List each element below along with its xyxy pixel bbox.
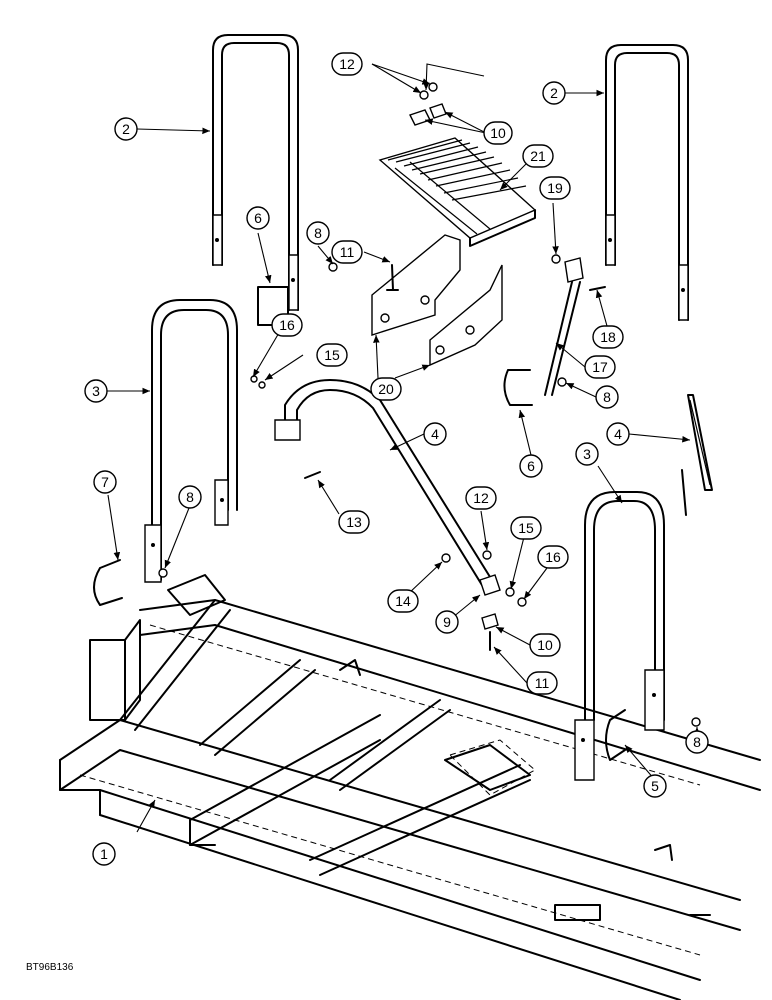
callout-16-lower: 16 [537,545,569,569]
handrail-right-upper [605,44,689,321]
callout-8-b: 8 [595,385,619,409]
callout-14: 14 [387,589,419,613]
svg-text:16: 16 [279,317,295,333]
svg-text:15: 15 [324,347,340,363]
callout-10-upper: 10 [483,121,513,145]
svg-text:5: 5 [651,778,659,794]
svg-text:6: 6 [254,210,262,226]
svg-text:9: 9 [443,614,451,630]
callout-17: 17 [584,355,616,379]
svg-text:12: 12 [339,56,355,72]
callout-19: 19 [539,176,571,200]
callout-15-upper: 15 [316,343,348,367]
svg-text:2: 2 [550,85,558,101]
callout-4-arm: 4 [423,422,447,446]
svg-text:8: 8 [314,225,322,241]
callouts: 1 2 2 3 3 4 4 5 6 6 7 8 8 8 8 9 10 10 11… [84,52,709,866]
callout-2-right: 2 [542,81,566,105]
callout-3-left: 3 [84,379,108,403]
drawing-code: BT96B136 [26,962,74,973]
svg-text:21: 21 [530,148,546,164]
svg-text:8: 8 [603,389,611,405]
callout-7: 7 [93,470,117,494]
svg-text:11: 11 [340,244,355,260]
step-brackets [371,234,503,367]
callout-10-lower: 10 [529,633,561,657]
u-bolt-lower-left [93,559,123,606]
svg-text:20: 20 [378,381,394,397]
u-bolt-mid [503,369,533,406]
strap [681,394,713,516]
callout-9: 9 [435,610,459,634]
step-grate [378,137,537,247]
step-arm [274,379,501,596]
callout-11-lower: 11 [526,671,558,695]
callout-6-upper: 6 [246,206,270,230]
callout-11-upper: 11 [331,240,363,264]
u-bolt-lower-right [605,709,626,761]
callout-21: 21 [522,144,554,168]
svg-text:10: 10 [537,637,553,653]
handrail-left-lower [144,299,238,583]
callout-2-left: 2 [114,117,138,141]
callout-4-strap: 4 [606,422,630,446]
callout-5: 5 [643,774,667,798]
svg-text:8: 8 [186,489,194,505]
svg-text:13: 13 [346,514,362,530]
svg-text:4: 4 [431,426,439,442]
brace [544,257,584,396]
svg-text:2: 2 [122,121,130,137]
svg-text:18: 18 [600,329,616,345]
svg-text:16: 16 [545,549,561,565]
callout-1: 1 [92,842,116,866]
svg-text:6: 6 [527,458,535,474]
svg-text:15: 15 [518,520,534,536]
callout-16-upper: 16 [271,313,303,337]
callout-20: 20 [370,377,402,401]
svg-text:11: 11 [535,675,550,691]
callout-18: 18 [592,325,624,349]
svg-text:14: 14 [395,593,411,609]
leaders [107,63,701,833]
callout-8-d: 8 [685,730,709,754]
callout-8-c: 8 [178,485,202,509]
frame-assembly [59,574,761,1000]
svg-text:7: 7 [101,474,109,490]
handrail-left-upper [212,34,299,311]
svg-text:1: 1 [100,846,108,862]
svg-text:12: 12 [473,490,489,506]
svg-text:10: 10 [490,125,506,141]
callout-13: 13 [338,510,370,534]
svg-text:3: 3 [583,446,591,462]
svg-text:8: 8 [693,734,701,750]
svg-text:19: 19 [547,180,563,196]
callout-3-right: 3 [575,442,599,466]
svg-text:17: 17 [592,359,608,375]
svg-text:3: 3 [92,383,100,399]
svg-text:4: 4 [614,426,622,442]
callout-8-a: 8 [306,221,330,245]
callout-12-upper: 12 [331,52,363,76]
callout-15-lower: 15 [510,516,542,540]
handrail-right-lower [574,491,665,781]
callout-6-lower: 6 [519,454,543,478]
callout-12-lower: 12 [465,486,497,510]
